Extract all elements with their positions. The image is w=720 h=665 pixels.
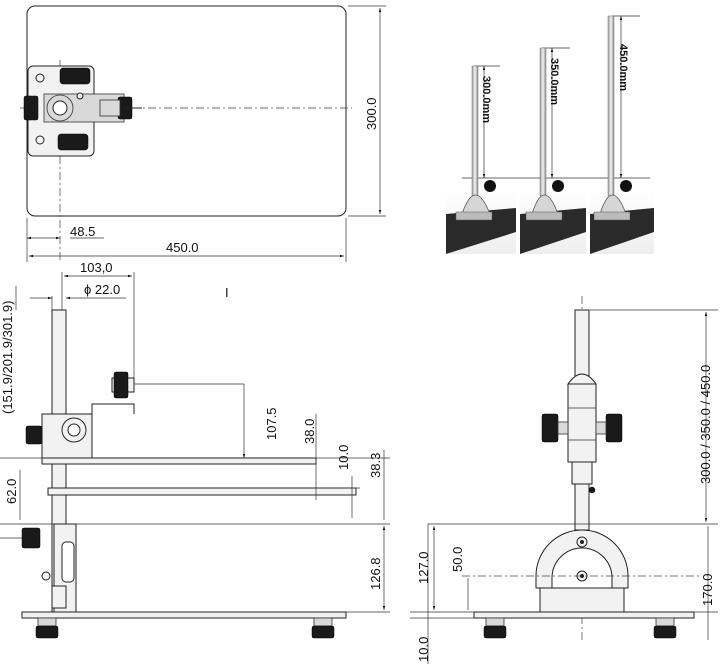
photo-label-3: 450.0mm [617, 44, 629, 91]
height-photos: 300.0mm 350.0mm 450.0mm [446, 15, 654, 254]
dim-plate-thickness: 10.0 [336, 445, 351, 470]
photo-350mm: 350.0mm [520, 47, 586, 254]
dim-foot-height: 10.0 [416, 637, 431, 662]
dim-offset: 48.5 [70, 224, 95, 239]
side-base-plate [21, 611, 347, 619]
dim-arm-reach: 103,0 [80, 260, 113, 275]
front-view: 300.0 / 350.0 / 450.0 127.0 50.0 170.0 1… [410, 296, 718, 664]
dim-base-height: 127.0 [416, 551, 431, 584]
dim-pole-heights: 300.0 / 350.0 / 450.0 [698, 365, 713, 484]
photo-450mm: 450.0mm [590, 15, 654, 254]
dim-arc-height: 50.0 [450, 547, 465, 572]
top-view: 300.0 48.5 450.0 [20, 5, 386, 262]
dim-plate-height: 300.0 [364, 97, 379, 130]
dim-base-gap: 62.0 [4, 479, 19, 504]
front-base-plate [473, 611, 695, 619]
dim-arm-drop: 107.5 [264, 407, 279, 440]
side-view: 103,0 ϕ 22.0 (151.9/201.9/301.9) I 107.5… [0, 260, 390, 639]
photo-label-2: 350.0mm [548, 58, 560, 105]
dim-right-height: 170.0 [700, 573, 715, 606]
dim-arm-gap: 38.0 [302, 419, 317, 444]
clamp-assembly-top [23, 65, 142, 157]
dim-total-thickness: 38.3 [368, 453, 383, 478]
marker-i: I [225, 285, 229, 300]
dim-pole-lengths: (151.9/201.9/301.9) [0, 301, 15, 414]
dim-column-height: 126.8 [368, 557, 383, 590]
dim-plate-width: 450.0 [166, 240, 199, 255]
dim-pole-diameter: ϕ 22.0 [84, 282, 120, 297]
photo-300mm: 300.0mm [446, 65, 516, 254]
photo-label-1: 300.0mm [480, 76, 492, 123]
